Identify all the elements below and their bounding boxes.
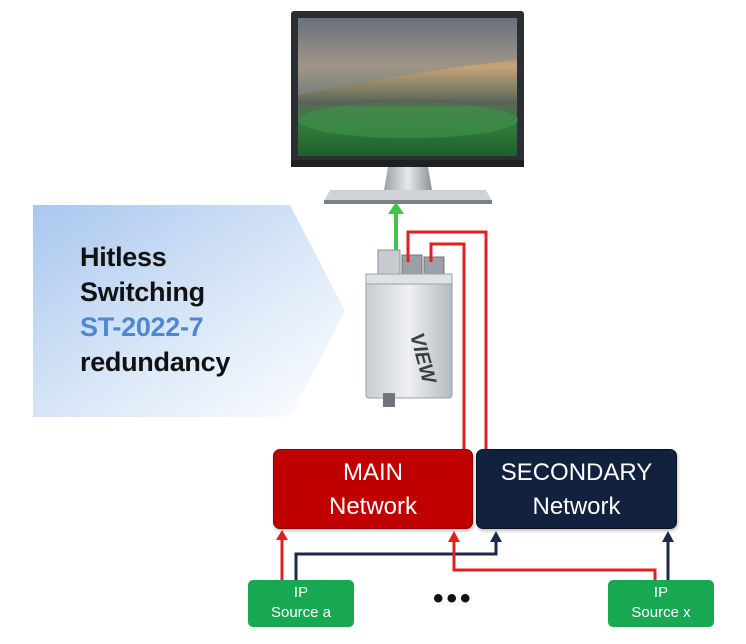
secondary-network-box: SECONDARY Network [476,449,677,529]
secondary-network-line-1: SECONDARY [500,459,653,486]
source-a-line-2: Source a [270,604,332,621]
source-a-line-1: IP [293,584,309,601]
source-x-line-1: IP [653,584,669,601]
source-x-line-2: Source x [631,604,691,621]
callout-line-2: Switching [80,277,205,307]
ip-source-x-box: IP Source x [608,580,714,627]
monitor-icon [291,11,524,204]
callout-text: Hitless Switching ST-2022-7 redundancy [80,240,230,380]
callout-line-4: redundancy [80,347,231,377]
main-network-box: MAIN Network [273,449,473,529]
callout-line-3: ST-2022-7 [80,312,204,342]
main-network-line-2: Network [328,493,418,520]
source-x-lines [448,531,674,580]
source-a-lines [276,530,502,580]
more-sources-ellipsis: ••• [433,582,474,615]
secondary-network-line-2: Network [532,493,621,520]
callout-line-1: Hitless [80,242,167,272]
ip-source-a-box: IP Source a [248,580,354,627]
main-network-line-1: MAIN [343,459,403,486]
device-icon: VIEW [365,249,453,407]
main-line-to-device [406,230,488,449]
output-arrow [388,202,404,252]
